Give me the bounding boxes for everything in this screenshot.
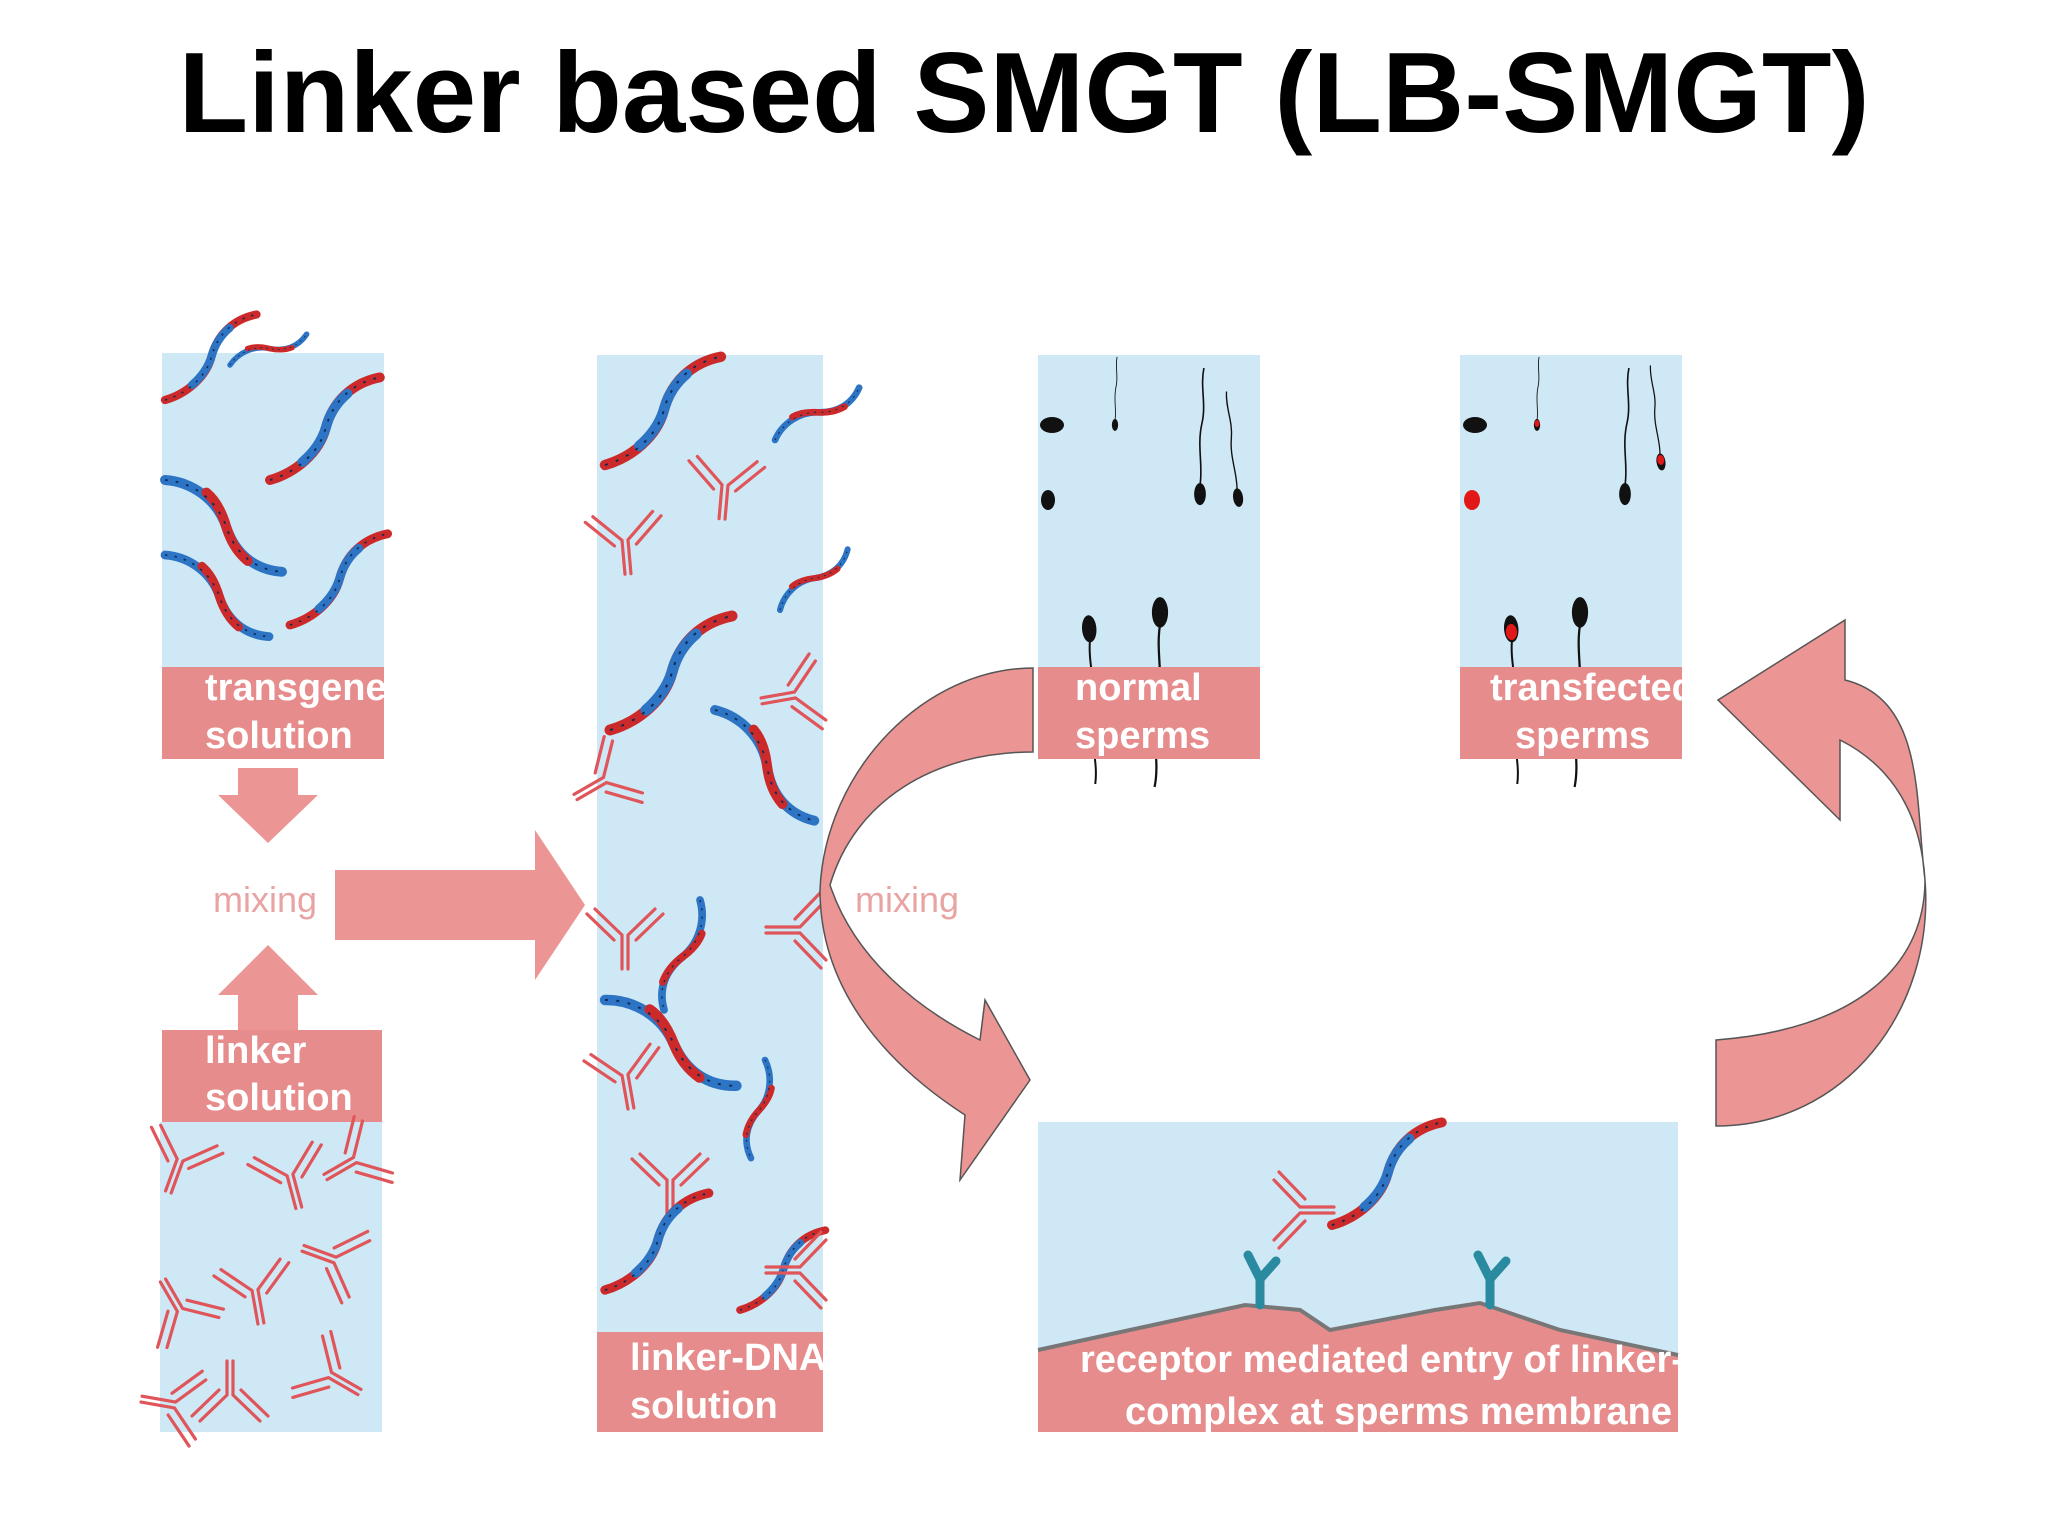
transgene-panel: transgene solution	[162, 309, 388, 759]
transfected-sperms-panel: transfected sperms	[1460, 355, 1695, 789]
linker-dna-label-band	[597, 1332, 823, 1432]
normal-label-band	[1038, 667, 1260, 759]
transfected-sperm-cells	[1463, 356, 1668, 789]
curved-arrow-left	[819, 667, 1034, 1183]
linker-label-line2: solution	[205, 1077, 353, 1119]
slide-title: Linker based SMGT (LB-SMGT)	[178, 30, 1870, 157]
transgene-label-band	[162, 667, 384, 759]
receptor-label-line1: receptor mediated entry of linker-DNA	[1080, 1339, 1766, 1381]
linker-dna-label-line2: solution	[630, 1385, 778, 1427]
linker-dna-label-line1: linker-DNA	[630, 1337, 826, 1379]
mixing-label-right: mixing	[855, 879, 959, 920]
mixing-label-left: mixing	[213, 879, 317, 920]
transfected-label-line1: transfected	[1490, 667, 1695, 709]
linker-label-band	[162, 1030, 382, 1122]
linker-panel: linker solution	[128, 1030, 399, 1449]
normal-sperms-panel: normal sperms	[1038, 355, 1260, 789]
curved-arrow-right	[1715, 618, 1927, 1127]
linker-dna-panel: linker-DNA solution	[554, 355, 860, 1432]
receptor-label-line2: complex at sperms membrane	[1125, 1391, 1672, 1433]
linker-label-line1: linker	[205, 1030, 307, 1072]
receptor-panel: receptor mediated entry of linker-DNA co…	[1037, 1122, 1766, 1433]
up-arrow	[218, 945, 318, 1030]
transfected-label-band	[1460, 667, 1682, 759]
normal-label-line1: normal	[1075, 667, 1202, 709]
right-arrow	[335, 830, 585, 980]
transgene-label-line2: solution	[205, 715, 353, 757]
normal-sperm-cells	[1040, 356, 1245, 789]
normal-label-line2: sperms	[1075, 715, 1210, 757]
sperm-membrane	[1038, 1303, 1678, 1432]
transgene-label-line1: transgene	[205, 667, 387, 709]
transfected-label-line2: sperms	[1515, 715, 1650, 757]
down-arrow	[218, 768, 318, 843]
